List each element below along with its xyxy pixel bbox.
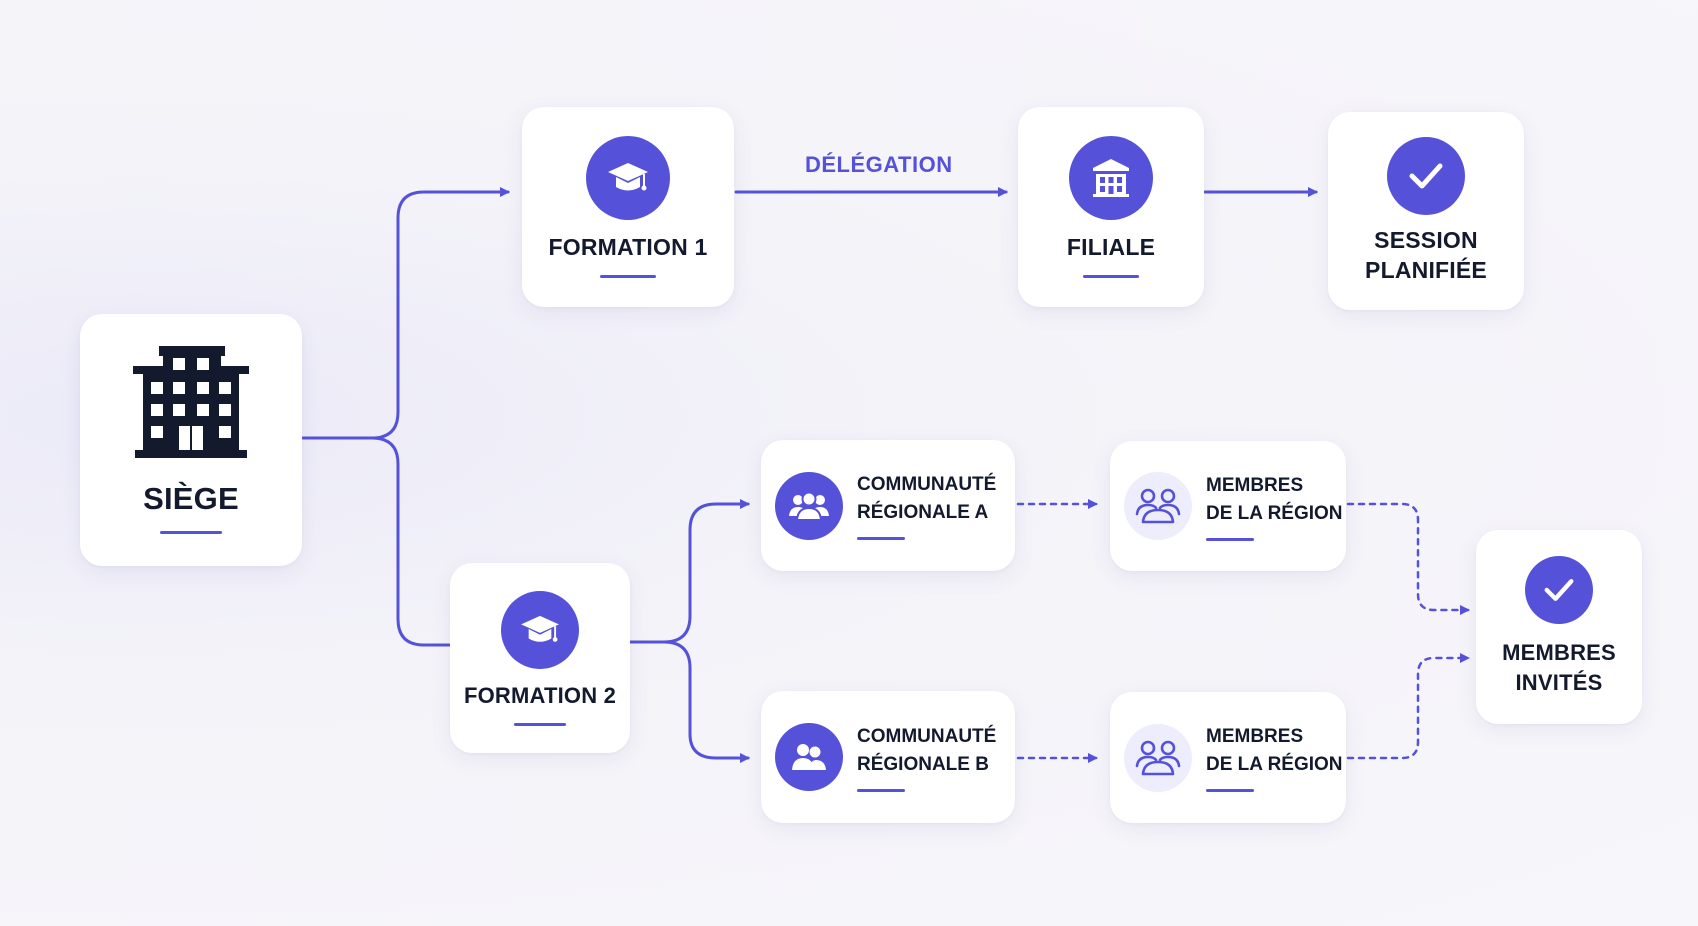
node-formation-1[interactable]: FORMATION 1 [522,107,734,307]
group-icon [775,471,843,540]
node-membres-b-label-line1: MEMBRES [1206,726,1304,747]
node-siege[interactable]: SIÈGE [80,314,302,566]
edge-membres-b-invites [1346,653,1470,760]
node-formation-1-label: FORMATION 1 [548,234,708,260]
node-communaute-b-underline [857,788,905,792]
edge-siege-formation1 [301,187,510,440]
edge-siege-formation2 [370,436,452,647]
group-icon [775,723,843,791]
node-communaute-regionale-b[interactable]: COMMUNAUTÉ RÉGIONALE B [761,691,1015,823]
node-formation-1-underline [600,275,656,278]
edge-formation2-communaute-b [662,640,750,763]
edge-formation2-communaute-a [628,499,750,644]
node-membres-invites-label-line2: INVITÉS [1515,670,1603,695]
office-building-icon [133,346,249,463]
node-communaute-b-label-line2: RÉGIONALE B [857,753,989,775]
graduation-cap-icon [501,590,579,669]
group-outline-icon [1124,472,1192,540]
group-outline-icon [1124,723,1192,792]
node-membres-a-underline [1206,537,1254,541]
node-session-label-line1: SESSION [1374,227,1478,253]
node-membres-a-label-line1: MEMBRES [1206,474,1304,496]
check-icon [1525,556,1593,624]
node-siege-label: SIÈGE [143,481,239,516]
node-communaute-a-underline [857,537,905,540]
node-membres-b-underline [1206,789,1254,792]
node-siege-underline [160,531,222,534]
node-communaute-a-label-line1: COMMUNAUTÉ [857,474,997,495]
graduation-cap-icon [586,136,670,220]
node-membres-invites[interactable]: MEMBRES INVITÉS [1476,530,1642,724]
node-communaute-a-label-line2: RÉGIONALE A [857,502,989,523]
node-communaute-b-label-line1: COMMUNAUTÉ [857,725,997,747]
node-session-planifiee[interactable]: SESSION PLANIFIÉE [1328,112,1524,310]
node-formation-2-label: FORMATION 2 [463,682,617,708]
node-session-label-line2: PLANIFIÉE [1365,257,1487,283]
check-icon [1387,137,1465,215]
node-membres-invites-label-line1: MEMBRES [1502,640,1616,665]
node-membres-a-label-line2: DE LA RÉGION [1206,502,1343,524]
edge-label-delegation: DÉLÉGATION [805,152,953,177]
node-communaute-regionale-a[interactable]: COMMUNAUTÉ RÉGIONALE A [761,440,1015,571]
bank-building-icon [1069,136,1153,220]
node-filiale-label: FILIALE [1066,234,1156,260]
node-formation-2[interactable]: FORMATION 2 [450,563,630,753]
node-formation-2-underline [514,722,566,726]
node-filiale-underline [1083,275,1139,278]
node-membres-b-label-line2: DE LA RÉGION [1206,754,1343,775]
node-filiale[interactable]: FILIALE [1018,107,1204,307]
node-membres-region-b[interactable]: MEMBRES DE LA RÉGION [1110,692,1346,823]
node-membres-region-a[interactable]: MEMBRES DE LA RÉGION [1110,441,1346,571]
edge-membres-a-invites [1346,502,1470,615]
